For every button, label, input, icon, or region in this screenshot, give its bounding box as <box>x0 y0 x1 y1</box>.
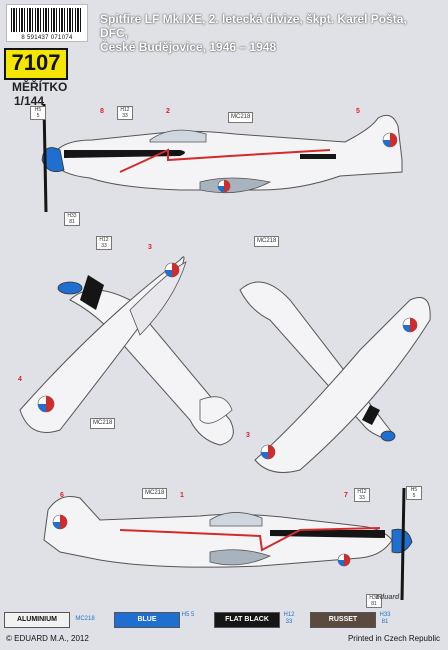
pointer-6: 6 <box>60 492 64 499</box>
header: 8 591437 071074 7107 MĚŘÍTKO 1/144 Spitf… <box>0 0 448 118</box>
legend-code-aluminium: MC218 <box>75 616 95 622</box>
ref-code: H12 <box>99 237 109 243</box>
legend-swatch-flat-black: FLAT BLACK <box>214 612 280 628</box>
topside-view <box>239 281 431 473</box>
pointer-2: 2 <box>166 108 170 115</box>
ref-code: H33 <box>67 213 77 219</box>
page-title: Spitfire LF Mk.IXE, 2. letecká divize, š… <box>100 12 430 54</box>
brand-logo: eduard <box>376 594 400 601</box>
ref-code: H5 <box>410 487 418 493</box>
pointer-1: 1 <box>180 492 184 499</box>
ref-code: H5 <box>34 107 42 113</box>
legend-name: RUSSET <box>328 616 358 623</box>
legend-swatch-russet: RUSSET <box>310 612 376 628</box>
ref-number: 33 <box>359 495 365 501</box>
barcode-bars <box>11 8 83 32</box>
legend-swatch-blue: BLUE <box>114 612 180 628</box>
barcode: 8 591437 071074 <box>6 4 88 42</box>
legend-name: BLUE <box>137 616 157 623</box>
pointer-7: 7 <box>344 492 348 499</box>
printed-in: Printed in Czech Republic <box>347 634 440 643</box>
ref-number: 81 <box>69 219 75 225</box>
barcode-number: 8 591437 071074 <box>21 35 73 41</box>
legend-name: FLAT BLACK <box>225 616 269 623</box>
ref-number: 5 <box>412 493 416 499</box>
product-code-box: 7107 <box>4 48 68 80</box>
pointer-4: 4 <box>18 376 22 383</box>
paint-legend: ALUMINIUM MC218 BLUE H5 5 FLAT BLACK H12… <box>4 612 444 630</box>
pointer-3-topside: 3 <box>246 432 250 439</box>
ref-code: H33 <box>369 595 379 601</box>
pointer-3-underside: 3 <box>148 244 152 251</box>
ref-number: 81 <box>371 601 377 607</box>
copyright: © EDUARD M.A., 2012 <box>6 634 89 643</box>
scale-label: MĚŘÍTKO <box>12 80 68 94</box>
legend-code-flat-black: H12 33 <box>283 612 295 625</box>
underside-view <box>19 256 234 446</box>
side-view-right <box>43 487 413 601</box>
paint-ref-mc218-bottom: MC218 <box>142 488 168 499</box>
scale-value: 1/144 <box>14 94 45 108</box>
ref-number: 33 <box>101 243 107 249</box>
side-view-left <box>41 103 403 213</box>
pointer-8: 8 <box>100 108 104 115</box>
legend-code-russet: H33 81 <box>379 612 391 625</box>
paint-ref-mc218-topside: MC218 <box>254 236 280 247</box>
ref-number: 33 <box>122 113 128 119</box>
paint-ref-mc218-underside: MC218 <box>90 418 116 429</box>
title-line-1: Spitfire LF Mk.IXE, 2. letecká divize, š… <box>100 12 407 40</box>
legend-code-blue: H5 5 <box>181 612 195 618</box>
product-code: 7107 <box>11 50 61 75</box>
ref-code: H12 <box>120 107 130 113</box>
paint-ref-mc218-top: MC218 <box>228 112 254 123</box>
ref-number: 5 <box>36 113 40 119</box>
title-line-2: České Budějovice, 1946 – 1948 <box>100 40 277 54</box>
legend-name: ALUMINIUM <box>16 616 58 623</box>
pointer-5: 5 <box>356 108 360 115</box>
legend-swatch-aluminium: ALUMINIUM <box>4 612 70 628</box>
ref-code: H12 <box>357 489 367 495</box>
